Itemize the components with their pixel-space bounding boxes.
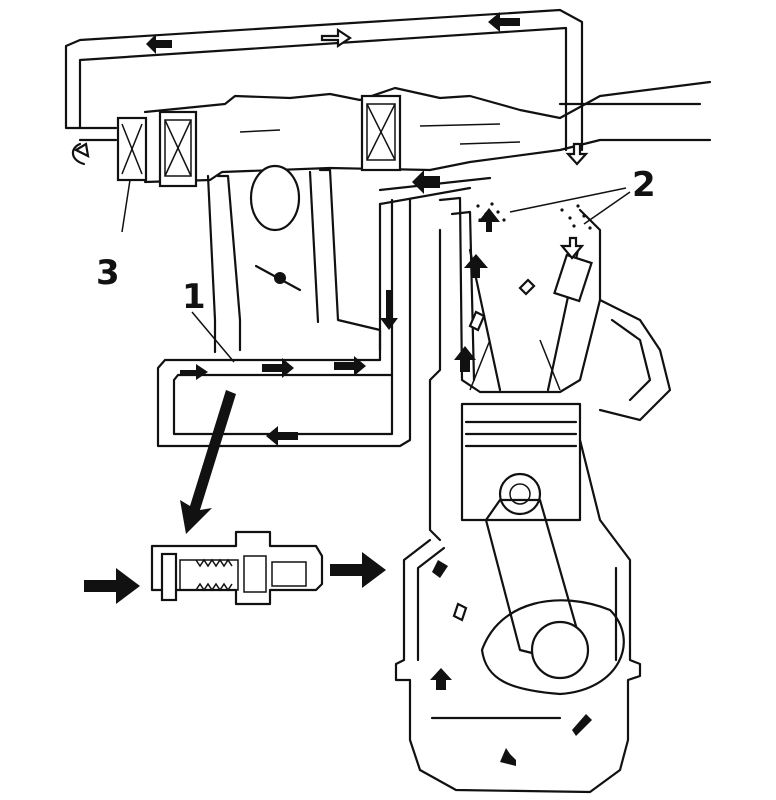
camshaft-bearing-right [360,94,402,172]
cylinder-head-body [143,80,712,184]
oil-spray [476,202,592,230]
piston-pin [498,472,542,516]
flow-arrows [84,12,592,766]
oil-pump-housing [206,164,382,354]
leader-lines [121,179,631,363]
filter-valve-3 [78,116,148,182]
piston [460,402,582,522]
leader-2a [509,187,627,213]
leader-3 [121,179,131,233]
upper-return-line [64,8,584,152]
gear-opening [249,164,301,232]
crankcase-sump [394,438,642,794]
camshaft-bearing-left [158,110,198,188]
connecting-rod [480,498,625,696]
leader-2b [583,191,631,225]
leader-1 [191,311,235,363]
callout-1: 1 [182,277,206,317]
arrow-outlet [330,552,386,588]
callout-2: 2 [632,165,656,205]
arrow-intake [84,568,140,604]
flow-arrows-outlined [71,27,589,622]
arrow-to-detail [180,390,236,534]
relief-valve-detail [150,530,324,606]
callout-3: 3 [96,253,120,293]
